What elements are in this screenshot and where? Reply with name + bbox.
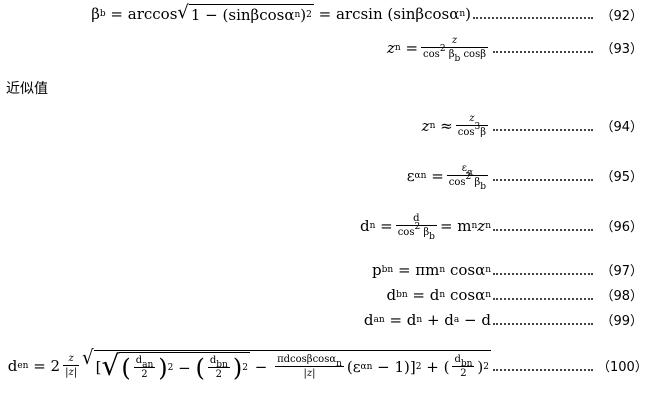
dot-leader	[493, 50, 593, 53]
dot-leader	[493, 128, 593, 131]
equation-number: （100）	[597, 360, 648, 375]
section-label: 近似值	[6, 81, 48, 97]
equation-number: （93）	[600, 42, 643, 57]
equation-number: （96）	[600, 220, 643, 235]
equation-number: （99）	[600, 314, 643, 329]
equation-number: （98）	[600, 289, 643, 304]
equation-number: （97）	[600, 264, 643, 279]
dot-leader	[493, 368, 593, 371]
dot-leader	[493, 297, 593, 300]
dot-leader	[473, 17, 593, 19]
equation-number: （92）	[600, 8, 643, 24]
dot-leader	[493, 228, 593, 231]
dot-leader	[493, 272, 593, 275]
equation-number: （94）	[600, 120, 643, 135]
dot-leader	[493, 322, 593, 325]
dot-leader	[493, 178, 593, 181]
equation-number: （95）	[600, 170, 643, 185]
